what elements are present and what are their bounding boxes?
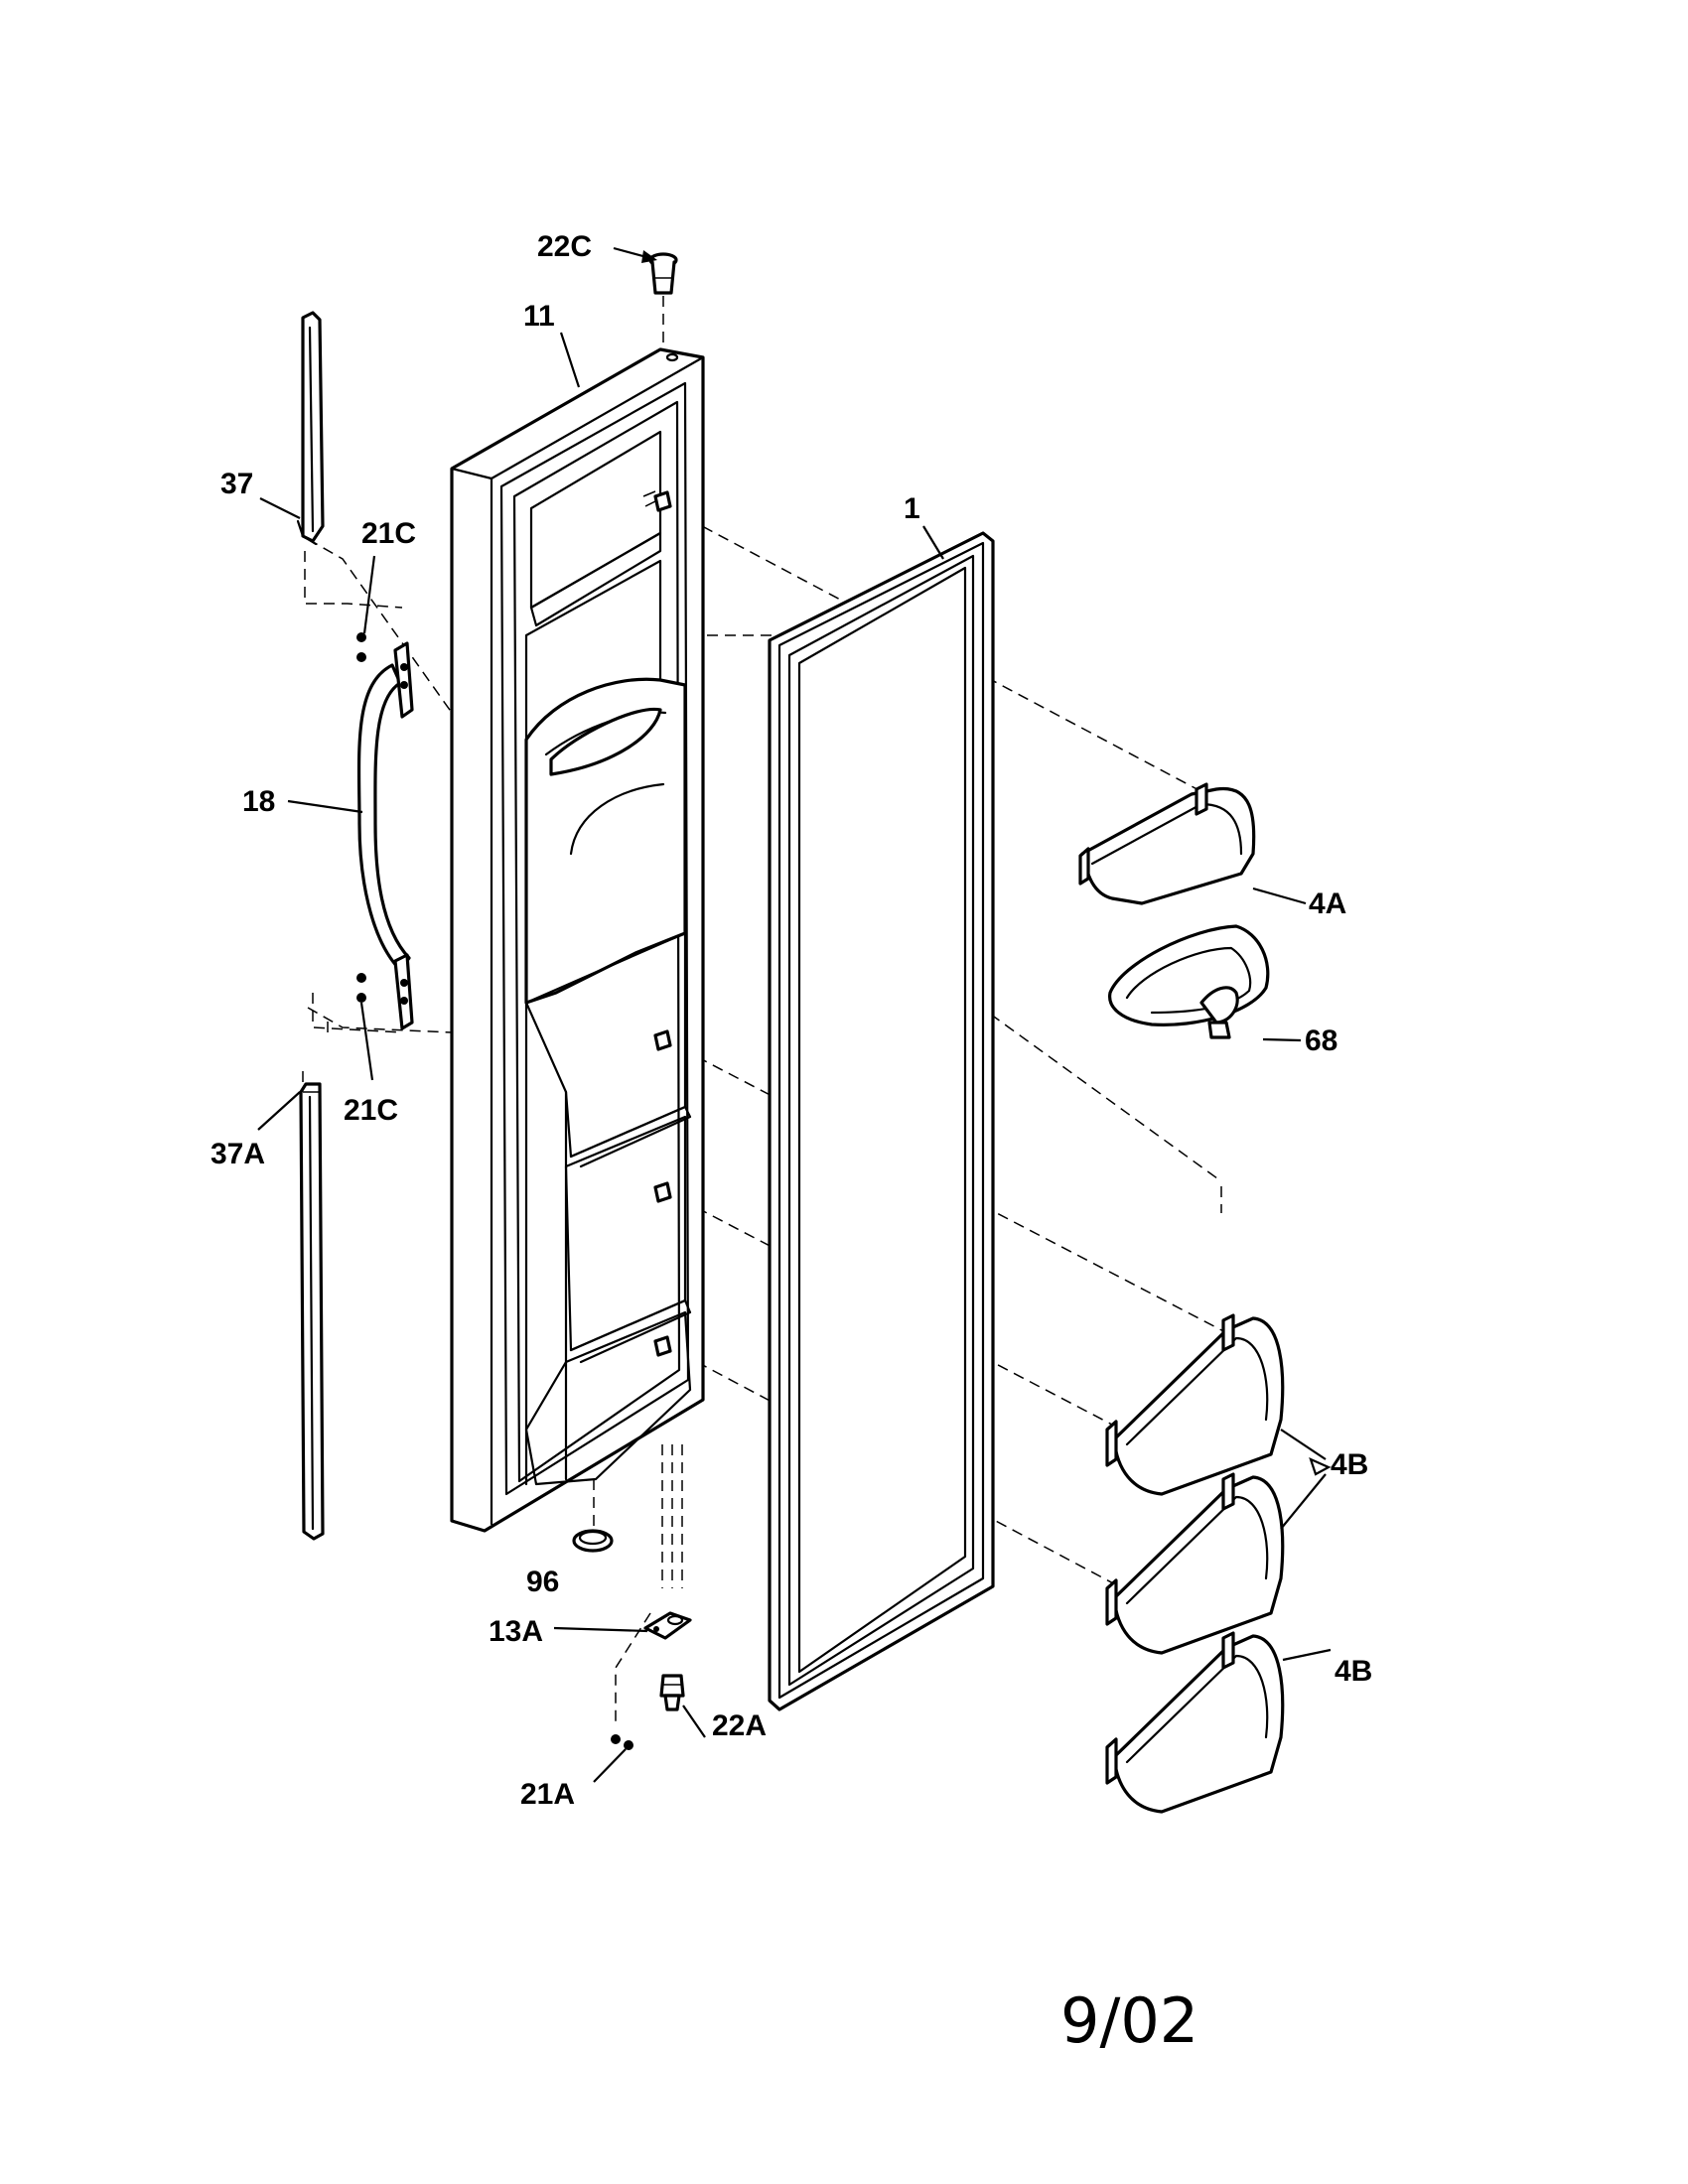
callout-4a: 4A — [1309, 887, 1346, 920]
part-68-dispenser-chute — [1108, 924, 1270, 1039]
callout-68: 68 — [1305, 1024, 1337, 1057]
part-22a-bottom-hinge-bushing — [659, 1674, 685, 1711]
part-11-door-shell — [450, 347, 705, 1533]
part-1-door-gasket — [768, 531, 995, 1711]
part-21c-screws-top — [356, 632, 366, 662]
callout-1: 1 — [904, 492, 920, 525]
part-21c-screws-bottom — [356, 973, 366, 1003]
callout-18: 18 — [242, 785, 275, 818]
part-4b-door-bin-1 — [1105, 1313, 1285, 1496]
part-96-plug-button — [572, 1529, 614, 1553]
callout-21a: 21A — [520, 1778, 575, 1811]
part-37a-lower-handle-trim — [299, 1082, 325, 1541]
part-21a-hinge-screws — [611, 1734, 633, 1750]
callout-37: 37 — [220, 468, 253, 500]
part-22c-top-hinge-bushing — [648, 252, 678, 347]
callout-4b-single: 4B — [1335, 1655, 1372, 1688]
part-4a-door-bin — [1078, 782, 1256, 905]
part-18-door-handle — [356, 641, 414, 1030]
part-37-upper-handle-trim — [296, 311, 325, 546]
callout-4b-pair: 4B — [1331, 1448, 1368, 1481]
callout-labels: 22C 11 37 21C 1 18 4A 68 21C 37A 4B 4B 9… — [211, 230, 1372, 1811]
revision-date: 9/02 — [1060, 1984, 1198, 2057]
callout-37a: 37A — [211, 1138, 265, 1170]
callout-22a: 22A — [712, 1709, 767, 1742]
callout-leader-lines — [257, 246, 1332, 1783]
callout-13a: 13A — [489, 1615, 543, 1648]
callout-11: 11 — [523, 300, 555, 333]
part-13a-bottom-hinge-bracket — [643, 1611, 692, 1640]
callout-22c: 22C — [537, 230, 592, 263]
callout-96: 96 — [526, 1566, 559, 1598]
callout-21c-bottom: 21C — [344, 1094, 398, 1127]
part-4b-door-bin-3 — [1105, 1631, 1285, 1814]
assembly-guide-lines — [302, 500, 1232, 1727]
callout-21c-top: 21C — [361, 517, 416, 550]
part-4b-door-bin-2 — [1105, 1472, 1285, 1655]
